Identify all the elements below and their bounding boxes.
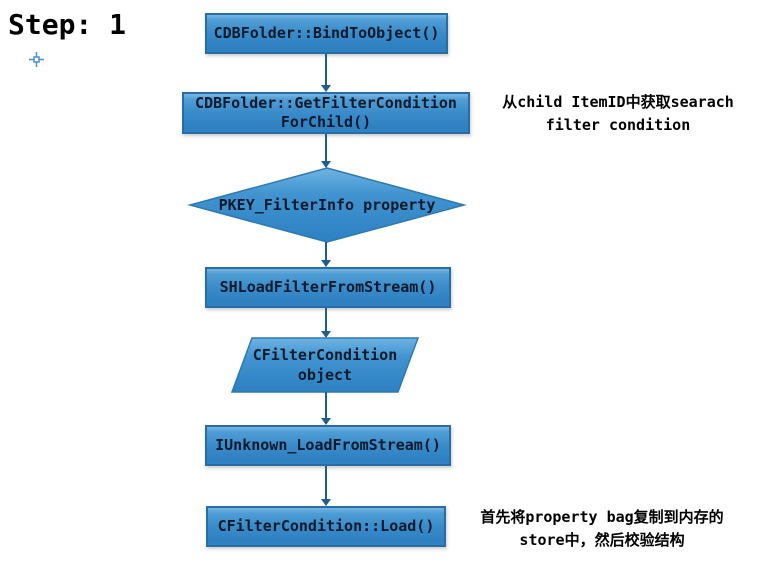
flow-node-sh-load-filter: SHLoadFilterFromStream()	[205, 267, 451, 308]
flow-node-label: CFilterCondition::Load()	[217, 517, 435, 535]
annotation-line1: 从child ItemID中获取searach	[502, 93, 734, 111]
flow-node-label: IUnknown_LoadFromStream()	[215, 436, 441, 454]
annotation-line2: store中，然后校验结构	[519, 531, 685, 549]
annotation-line2: filter condition	[545, 116, 691, 134]
page-title: Step: 1	[8, 8, 127, 41]
crosshair-cursor-icon	[29, 52, 44, 67]
flow-arrow-1	[321, 54, 331, 92]
flow-arrow-4	[321, 308, 331, 338]
flow-arrow-2	[321, 134, 331, 168]
flow-data-parallelogram-shape	[230, 337, 420, 393]
annotation-load: 首先将property bag复制到内存的 store中，然后校验结构	[452, 506, 752, 552]
flow-node-label-line2: ForChild()	[280, 113, 372, 131]
flow-arrow-5	[321, 392, 331, 425]
flow-node-iunknown-load: IUnknown_LoadFromStream()	[205, 425, 451, 466]
flow-node-bind-to-object: CDBFolder::BindToObject()	[205, 13, 448, 54]
flow-node-label: SHLoadFilterFromStream()	[219, 278, 437, 296]
annotation-line1: 首先将property bag复制到内存的	[480, 508, 724, 526]
flow-node-label-line1: CDBFolder::GetFilterCondition	[195, 94, 457, 112]
flow-node-cfiltercondition-load: CFilterCondition::Load()	[206, 506, 446, 547]
flow-arrow-3	[321, 242, 331, 267]
flow-node-label: CDBFolder::BindToObject()	[213, 24, 440, 42]
flow-arrow-6	[321, 466, 331, 506]
flow-decision-diamond-shape	[187, 167, 467, 243]
flow-node-get-filter-condition: CDBFolder::GetFilterCondition ForChild()	[182, 92, 470, 134]
annotation-get-filter: 从child ItemID中获取searach filter condition	[488, 91, 748, 137]
